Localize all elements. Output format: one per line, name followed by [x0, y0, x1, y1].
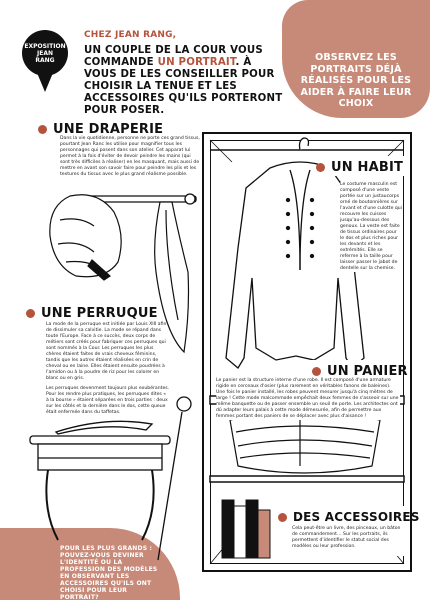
console-table-illustration [29, 420, 171, 541]
pin-circle: EXPOSITION JEAN RANG [22, 30, 68, 76]
perruque-text-1: La mode de la perruque est initiée par L… [46, 322, 167, 381]
bullet-dot [312, 367, 321, 376]
section-title-panier: UN PANIER [312, 364, 408, 379]
badge-line-2: JEAN [37, 49, 53, 57]
header-kicker: CHEZ JEAN RANG, [84, 30, 177, 40]
wig-illustration [49, 194, 122, 281]
panier-title-text: UN PANIER [327, 364, 408, 379]
panier-text: Le panier est la structure interne d'une… [216, 378, 400, 420]
habit-text: Le costume masculin est composé d'une ve… [340, 182, 402, 272]
intro-text-post: . À VOUS DE LES CONSEILLER POUR CHOISIR … [84, 57, 283, 116]
accessoires-bg [276, 506, 404, 556]
accessoires-title-text: DES ACCESSOIRES [293, 510, 420, 524]
exhibition-pin-badge: EXPOSITION JEAN RANG [22, 30, 68, 94]
callout-background-bottom [0, 528, 180, 600]
section-title-draperie: UNE DRAPERIE [38, 122, 163, 137]
pannier-illustration [229, 411, 381, 474]
accessoires-text: Cela peut-être un livre, des pinceaux, u… [292, 526, 401, 549]
books-illustration [221, 499, 271, 559]
bullet-dot [278, 512, 287, 522]
callout-background-top [282, 0, 430, 118]
drapery-illustration [154, 201, 190, 354]
section-title-accessoires: DES ACCESSOIRES [278, 510, 420, 524]
intro-highlight: UN PORTRAIT [157, 57, 236, 68]
coat-habit-illustration [225, 137, 365, 369]
intro-text-pre: UN COUPLE DE LA COUR VOUS COMMANDE [84, 45, 263, 68]
bullet-dot [316, 163, 325, 172]
header-intro: UN COUPLE DE LA COUR VOUS COMMANDE UN PO… [84, 45, 284, 117]
habit-title-text: UN HABIT [331, 160, 404, 175]
callout-observe-portraits: OBSERVEZ LES PORTRAITS DÉJÀ RÉALISÉS POU… [300, 52, 412, 109]
cane-illustration [157, 396, 192, 561]
section-title-habit: UN HABIT [316, 160, 403, 175]
badge-line-3: RANG [35, 56, 55, 64]
draperie-text: Dans la vie quotidienne, personne ne por… [60, 136, 200, 177]
wardrobe-frame [202, 132, 412, 572]
bullet-dot [38, 125, 47, 134]
panier-title-bg [310, 360, 402, 380]
callout-question-bottom: POUR LES PLUS GRANDS : POUVEZ-VOUS DEVIN… [60, 545, 158, 600]
draperie-title-text: UNE DRAPERIE [53, 122, 164, 137]
perruque-title-text: UNE PERRUQUE [41, 306, 158, 321]
section-title-perruque: UNE PERRUQUE [26, 306, 158, 321]
perruque-text-2: Les perruques devenment toujours plus ex… [46, 386, 170, 415]
badge-line-1: EXPOSITION [24, 42, 66, 50]
bullet-dot [26, 309, 35, 318]
habit-title-bg [318, 156, 404, 176]
